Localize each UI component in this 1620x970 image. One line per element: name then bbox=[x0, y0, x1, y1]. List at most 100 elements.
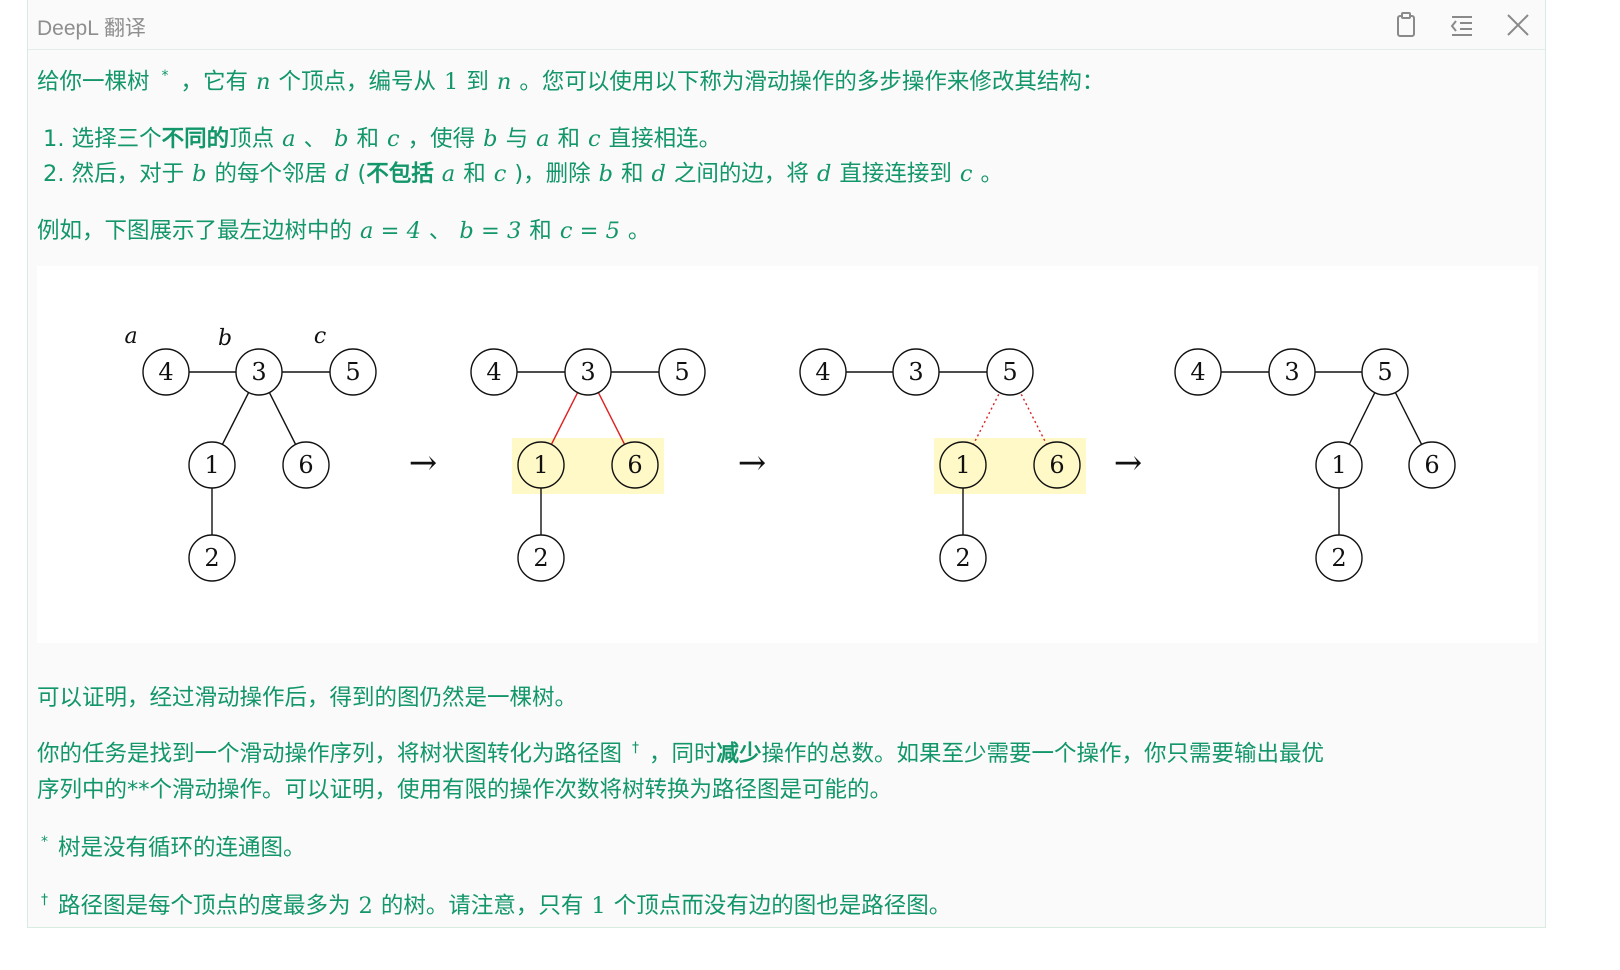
title-bar: DeepL 翻译 bbox=[28, 0, 1545, 50]
node-label: 3 bbox=[251, 358, 266, 386]
tree-node bbox=[470, 348, 518, 396]
footnote-star: * bbox=[41, 834, 48, 850]
text: 例如，下图展示了最左边树中的 bbox=[37, 218, 353, 244]
math-b: b bbox=[598, 161, 613, 187]
text: ，使得 bbox=[407, 126, 476, 152]
text: 你的任务是找到一个滑动操作序列，将树状图转化为路径图 bbox=[37, 741, 623, 767]
tree-node bbox=[1408, 441, 1456, 489]
math-1: 1 bbox=[444, 69, 459, 95]
math-c: c bbox=[959, 161, 973, 187]
text: 个顶点而没有边的图也是路径图。 bbox=[613, 893, 952, 919]
text: 。 bbox=[980, 161, 1003, 187]
math-n: n bbox=[256, 69, 271, 95]
paragraph-task-line2: 序列中的**个滑动操作。可以证明，使用有限的操作次数将树转换为路径图是可能的。 bbox=[37, 777, 893, 803]
node-label: 4 bbox=[1190, 358, 1205, 386]
math-a: a bbox=[536, 126, 550, 152]
clipboard-icon[interactable] bbox=[1390, 9, 1422, 41]
close-icon[interactable] bbox=[1502, 9, 1534, 41]
text: 给你一棵树 bbox=[37, 69, 150, 95]
text: 和 bbox=[557, 126, 581, 152]
text: 和 bbox=[621, 161, 644, 187]
text: 。 bbox=[627, 218, 651, 244]
tree-node bbox=[939, 441, 987, 489]
node-label: 3 bbox=[580, 358, 595, 386]
node-label: 4 bbox=[158, 358, 173, 386]
tree-node bbox=[986, 348, 1034, 396]
text: 的每个邻居 bbox=[214, 161, 328, 187]
bold-text: 不同的 bbox=[161, 126, 230, 152]
math-b: b bbox=[192, 161, 207, 187]
text: ( bbox=[357, 161, 367, 187]
node-label: 1 bbox=[1331, 451, 1346, 479]
tree-node bbox=[611, 441, 659, 489]
math-b: b bbox=[483, 126, 498, 152]
node-label: 5 bbox=[1002, 358, 1017, 386]
node-label: 4 bbox=[815, 358, 830, 386]
tree-node bbox=[1174, 348, 1222, 396]
math-eq-b: b = 3 bbox=[459, 218, 522, 244]
text: 、 bbox=[428, 218, 452, 244]
node-label: 3 bbox=[1284, 358, 1299, 386]
vertex-label-a: a bbox=[124, 324, 137, 349]
node-label: 2 bbox=[204, 544, 219, 572]
vertex-label-b: b bbox=[218, 326, 232, 351]
tree-node bbox=[1315, 441, 1363, 489]
text: 、 bbox=[303, 126, 327, 152]
node-label: 5 bbox=[1377, 358, 1392, 386]
text: 直接连接到 bbox=[839, 161, 952, 187]
text: ，同时 bbox=[649, 741, 717, 767]
bold-text: 减少 bbox=[716, 741, 762, 767]
math-c: c bbox=[588, 126, 601, 152]
text: 操作的总数。如果至少需要一个操作，你只需要输出最优 bbox=[761, 741, 1325, 767]
tree-node bbox=[1315, 534, 1363, 582]
math-c: c bbox=[387, 126, 400, 152]
text: 选择三个 bbox=[71, 126, 162, 152]
math-1: 1 bbox=[591, 893, 606, 919]
arrow: → bbox=[738, 443, 767, 483]
math-d: d bbox=[651, 161, 666, 187]
tree-node bbox=[1033, 441, 1081, 489]
text: 与 bbox=[505, 126, 529, 152]
node-label: 5 bbox=[674, 358, 689, 386]
math-a: a bbox=[282, 126, 296, 152]
math-d: d bbox=[335, 161, 350, 187]
math-a: a bbox=[441, 161, 456, 187]
text: 树是没有循环的连通图。 bbox=[58, 835, 306, 861]
tree-node bbox=[282, 441, 330, 489]
paragraph-proof: 可以证明，经过滑动操作后，得到的图仍然是一棵树。 bbox=[37, 685, 578, 711]
paragraph-task: 你的任务是找到一个滑动操作序列，将树状图转化为路径图 † ，同时减少操作的总数。如果… bbox=[37, 736, 1324, 768]
node-label: 6 bbox=[298, 451, 313, 479]
node-label: 5 bbox=[345, 358, 360, 386]
footnote-dagger: † bbox=[632, 740, 640, 756]
tree-node bbox=[1361, 348, 1409, 396]
tree-node bbox=[799, 348, 847, 396]
math-n: n bbox=[496, 69, 512, 95]
footnote-dagger: † bbox=[41, 892, 48, 908]
math-eq-a: a = 4 bbox=[360, 218, 421, 244]
align-menu-icon[interactable] bbox=[1446, 9, 1478, 41]
footnote-star: * bbox=[161, 68, 169, 84]
node-label: 6 bbox=[1424, 451, 1439, 479]
node-label: 4 bbox=[486, 358, 501, 386]
tree-node bbox=[188, 534, 236, 582]
tree-node bbox=[517, 534, 565, 582]
tree-node bbox=[892, 348, 940, 396]
text: 和 bbox=[356, 126, 380, 152]
tree-node bbox=[142, 348, 190, 396]
math-eq-c: c = 5 bbox=[559, 218, 620, 244]
tree-node bbox=[517, 441, 565, 489]
math-b: b bbox=[334, 126, 349, 152]
text: 的树。请注意，只有 bbox=[380, 893, 584, 919]
tree-node bbox=[564, 348, 612, 396]
arrow: → bbox=[409, 443, 438, 483]
tree-node bbox=[188, 441, 236, 489]
text: 和 bbox=[463, 161, 486, 187]
footnote-1: * 树是没有循环的连通图。 bbox=[37, 830, 306, 862]
tree-node bbox=[939, 534, 987, 582]
